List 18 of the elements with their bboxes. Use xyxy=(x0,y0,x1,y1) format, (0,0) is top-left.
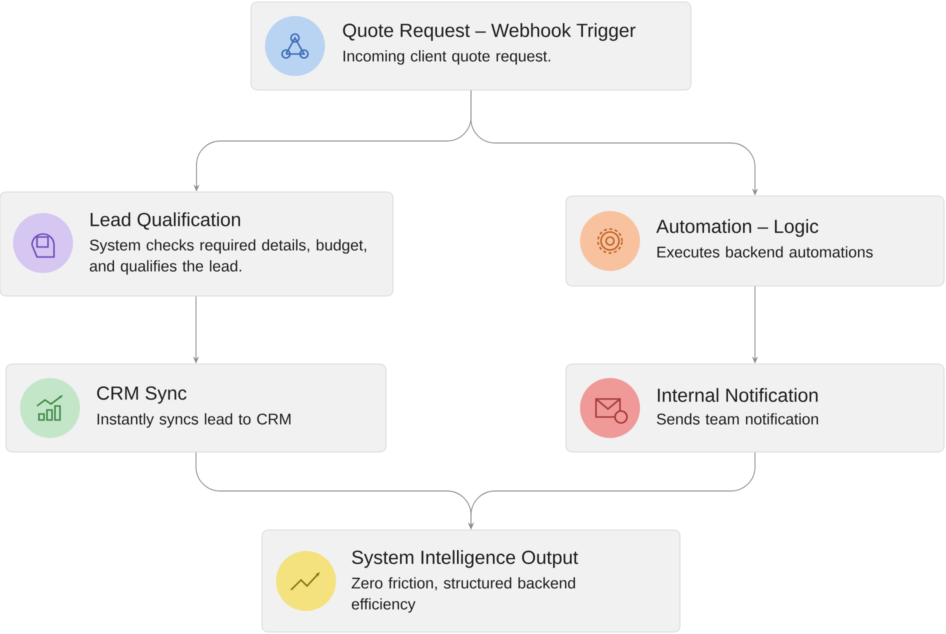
card-title: CRM Sync xyxy=(97,386,186,404)
process-card xyxy=(566,196,944,286)
card-title: Quote Request – Webhook Trigger xyxy=(343,23,636,41)
card-description: Incoming client quote request. xyxy=(344,50,550,65)
card-description: Executes backend automations xyxy=(657,246,873,258)
card-description: Instantly syncs lead to CRM xyxy=(98,413,290,428)
card-title: Automation – Logic xyxy=(656,219,818,237)
card-title: Lead Qualification xyxy=(90,212,240,230)
card-description: Sends team notification xyxy=(656,413,818,425)
process-card xyxy=(566,364,944,452)
process-card xyxy=(262,530,680,632)
process-card xyxy=(6,364,386,452)
process-card xyxy=(250,2,692,90)
process-card xyxy=(0,192,394,296)
card-title: Internal Notification xyxy=(658,388,818,402)
card-description: System checks required details, budget, and qualifies the lead. xyxy=(90,239,366,275)
card-description: Zero friction, structured backend efficiency xyxy=(352,577,576,613)
card-title: System Intelligence Output xyxy=(352,550,578,568)
